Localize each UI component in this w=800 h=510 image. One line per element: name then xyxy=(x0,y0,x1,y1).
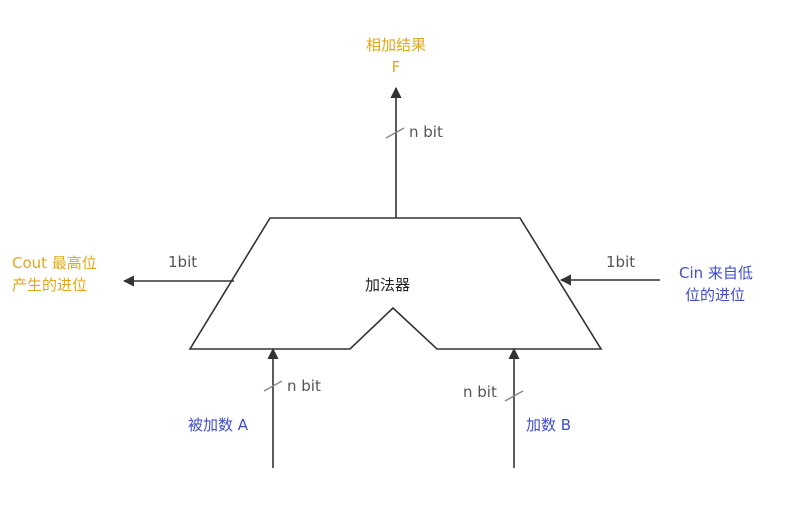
input-a-width-label: n bit xyxy=(287,377,321,395)
output-f-line2: F xyxy=(391,58,401,76)
carry-out-line1: Cout 最高位 xyxy=(12,254,97,272)
output-f-width-tick xyxy=(385,127,405,139)
output-f-label: 相加结果 F xyxy=(346,34,446,78)
output-f-width-label: n bit xyxy=(409,123,443,141)
adder-label: 加法器 xyxy=(365,276,411,294)
carry-in-width-label: 1bit xyxy=(606,253,636,271)
adder-shape xyxy=(188,217,603,350)
carry-in-line1: Cin 来自低 xyxy=(679,264,753,282)
carry-out-line2: 产生的进位 xyxy=(12,276,88,294)
input-b-width-tick xyxy=(504,390,524,402)
input-b-label: 加数 B xyxy=(526,416,572,434)
input-a-label: 被加数 A xyxy=(188,416,249,434)
carry-out-width-label: 1bit xyxy=(168,253,198,271)
input-a-width-tick xyxy=(263,380,283,392)
carry-in-label: Cin 来自低 位的进位 xyxy=(679,262,753,306)
carry-in-line2: 位的进位 xyxy=(685,286,746,304)
carry-out-label: Cout 最高位 产生的进位 xyxy=(12,252,97,296)
output-f-line1: 相加结果 xyxy=(365,36,426,54)
input-b-width-label: n bit xyxy=(463,383,497,401)
